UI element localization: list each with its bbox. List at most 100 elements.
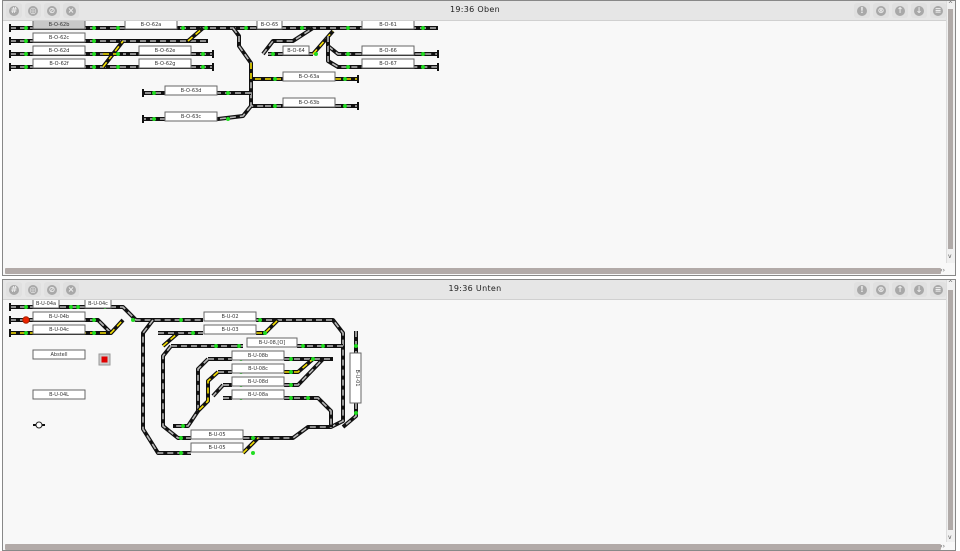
block[interactable]: B-O-62e (138, 45, 192, 56)
arrow-up-icon[interactable]: ↑ (892, 282, 908, 297)
signal-green[interactable] (354, 344, 358, 348)
block[interactable]: B-U-05 (190, 442, 244, 453)
block-box[interactable] (282, 45, 310, 56)
signal-green[interactable] (263, 331, 267, 335)
block-box[interactable] (361, 58, 415, 69)
signal-green[interactable] (321, 344, 325, 348)
block-box[interactable] (282, 97, 336, 108)
block[interactable]: B-O-66 (361, 45, 415, 56)
signal-green[interactable] (179, 451, 183, 455)
signal-green[interactable] (289, 383, 293, 387)
scroll-up-arrow[interactable]: ^ (948, 1, 954, 8)
block[interactable]: B-U-08b (231, 350, 285, 361)
signal-green[interactable] (116, 26, 120, 30)
close-icon[interactable]: × (63, 282, 79, 297)
signal-green[interactable] (191, 331, 195, 335)
signal-green[interactable] (346, 52, 350, 56)
block[interactable]: B-U-08c (231, 363, 285, 374)
block-box[interactable] (231, 389, 285, 400)
block-box[interactable] (124, 21, 178, 30)
block-box[interactable] (190, 429, 244, 440)
menu-icon[interactable]: ≡ (930, 3, 946, 18)
block-box[interactable] (361, 45, 415, 56)
block[interactable]: B-O-62b (32, 21, 86, 30)
block[interactable]: B-U-04c (84, 300, 112, 309)
signal-green[interactable] (289, 370, 293, 374)
signal-green[interactable] (92, 318, 96, 322)
block[interactable]: B-O-63d (164, 85, 218, 96)
signal-green[interactable] (204, 26, 208, 30)
signal-green[interactable] (354, 411, 358, 415)
signal-green[interactable] (273, 77, 277, 81)
signal-green[interactable] (201, 52, 205, 56)
arrow-down-icon[interactable]: ↓ (911, 282, 927, 297)
grid-icon[interactable]: # (6, 282, 22, 297)
block[interactable]: B-O-65 (256, 21, 283, 30)
block-box[interactable] (32, 58, 86, 69)
signal-green[interactable] (24, 305, 28, 309)
refresh-icon[interactable]: ⊘ (44, 3, 60, 18)
signal-green[interactable] (179, 436, 183, 440)
refresh-icon[interactable]: ⊘ (44, 282, 60, 297)
signal-green[interactable] (69, 305, 73, 309)
signal-green[interactable] (289, 396, 293, 400)
block-box[interactable] (349, 352, 362, 404)
signal-green[interactable] (24, 26, 28, 30)
scrollbar-thumb[interactable] (948, 9, 953, 249)
block-box[interactable] (231, 376, 285, 387)
block[interactable]: B-U-04L (32, 389, 86, 400)
block[interactable]: B-O-62a (124, 21, 178, 30)
block[interactable]: B-O-61 (361, 21, 415, 30)
block-box[interactable] (32, 45, 86, 56)
signal-green[interactable] (421, 65, 425, 69)
vertical-scrollbar[interactable]: ^ v (946, 1, 955, 263)
block-box[interactable] (361, 21, 415, 30)
block-box[interactable] (164, 111, 218, 122)
block-box[interactable] (164, 85, 218, 96)
signal-green[interactable] (181, 424, 185, 428)
signal-green[interactable] (92, 52, 96, 56)
block[interactable]: B-O-67 (361, 58, 415, 69)
signal-green[interactable] (421, 52, 425, 56)
block[interactable]: B-O-62d (32, 45, 86, 56)
block-box[interactable] (84, 300, 112, 309)
horizontal-scrollbar[interactable] (5, 544, 941, 550)
block[interactable]: B-O-63b (282, 97, 336, 108)
block[interactable]: B-O-62g (138, 58, 192, 69)
grid-icon[interactable]: # (6, 3, 22, 18)
signal-green[interactable] (343, 104, 347, 108)
scroll-left-right-arrows[interactable]: ‹› (940, 543, 945, 550)
signal-green[interactable] (116, 65, 120, 69)
block[interactable]: B-U-08a (231, 389, 285, 400)
horizontal-scrollbar[interactable] (5, 268, 941, 274)
signal-green[interactable] (273, 104, 277, 108)
signal-green[interactable] (311, 357, 315, 361)
block[interactable]: B-O-62c (32, 32, 86, 43)
warning-icon[interactable]: ! (854, 282, 870, 297)
block-box[interactable] (190, 442, 244, 453)
block-box[interactable] (256, 21, 283, 30)
scroll-down-arrow[interactable]: v (948, 253, 952, 260)
block[interactable]: B-U-08,[O] (246, 337, 298, 348)
signal-green[interactable] (92, 39, 96, 43)
signal-green[interactable] (92, 26, 96, 30)
signal-green[interactable] (24, 39, 28, 43)
block-box[interactable] (32, 300, 60, 309)
block[interactable]: B-O-62f (32, 58, 86, 69)
signal-green[interactable] (131, 318, 135, 322)
arrow-down-icon[interactable]: ↓ (911, 3, 927, 18)
cancel-icon[interactable]: ⊗ (873, 282, 889, 297)
signal-green[interactable] (24, 65, 28, 69)
block-box[interactable] (231, 350, 285, 361)
block-box[interactable] (282, 71, 336, 82)
scroll-up-arrow[interactable]: ^ (948, 280, 954, 287)
signal-green[interactable] (92, 65, 96, 69)
block[interactable]: B-U-08d (231, 376, 285, 387)
scrollbar-thumb[interactable] (948, 290, 953, 530)
signal-green[interactable] (237, 344, 241, 348)
signal-green[interactable] (181, 26, 185, 30)
block[interactable]: B-U-05 (190, 429, 244, 440)
block[interactable]: B-U-03 (203, 324, 257, 335)
signal-green[interactable] (251, 451, 255, 455)
scroll-left-right-arrows[interactable]: ‹› (940, 267, 945, 274)
